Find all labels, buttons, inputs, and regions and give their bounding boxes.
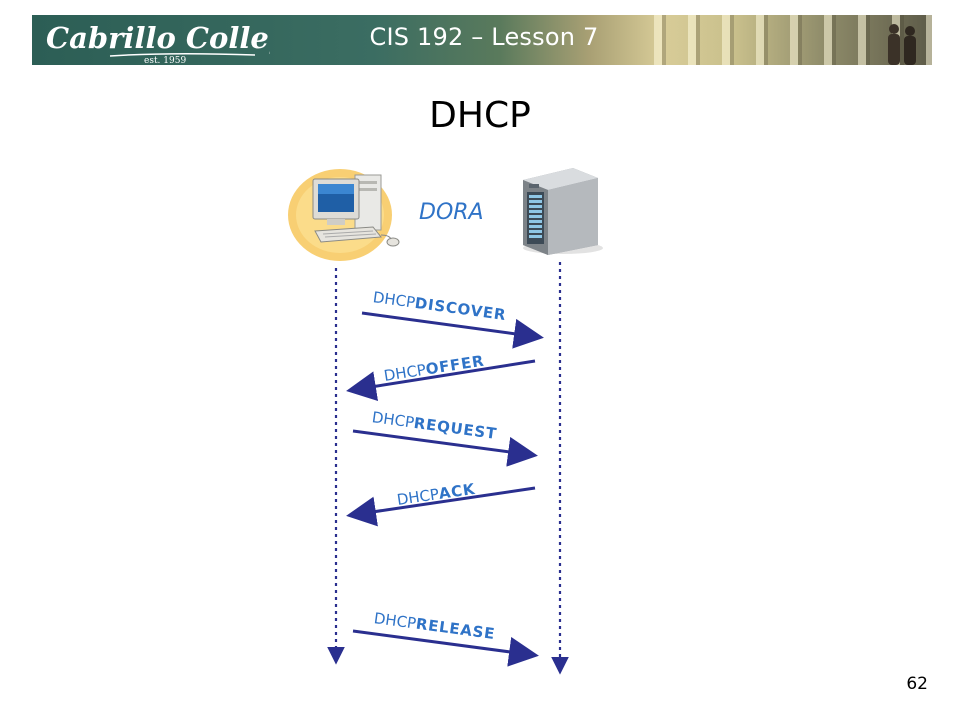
ack-arrow [346, 486, 536, 527]
slide-title: DHCP [429, 95, 531, 136]
discover-arrow [361, 311, 544, 349]
svg-text:est. 1959: est. 1959 [144, 56, 186, 65]
banner-people-silhouette [888, 24, 916, 65]
dora-label: DORA [419, 200, 484, 225]
svg-text:Cabrillo College: Cabrillo College [46, 21, 270, 55]
request-arrow [352, 429, 538, 467]
cabrillo-college-logo: Cabrillo College est. 1959 [46, 21, 270, 65]
server-icon [523, 168, 603, 255]
header-banner: Cabrillo College est. 1959 CIS 192 – Les… [32, 15, 932, 65]
computer-icon [288, 169, 400, 261]
page-number: 62 [906, 674, 928, 694]
release-arrow [352, 629, 539, 667]
banner-photo-columns [632, 15, 932, 65]
course-title: CIS 192 – Lesson 7 [369, 23, 599, 51]
offer-arrow [346, 359, 536, 402]
